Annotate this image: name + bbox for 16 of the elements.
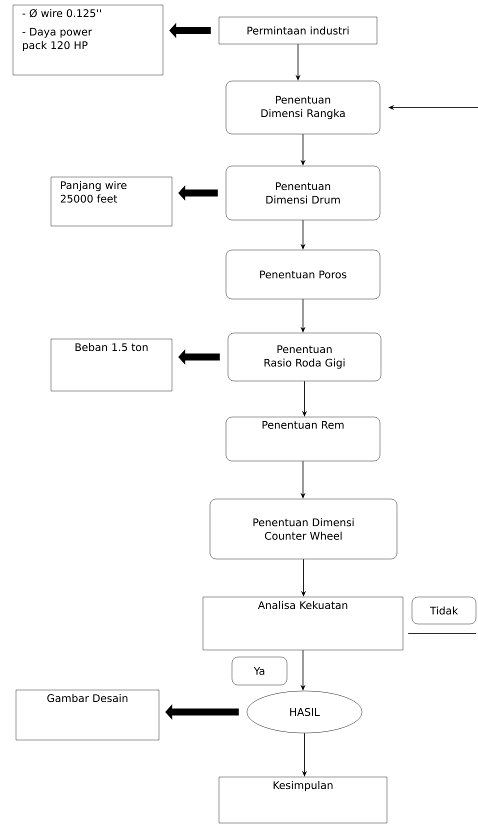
note-box: Panjang wire 25000 feet	[50, 176, 172, 226]
process-box: Penentuan Poros	[226, 250, 380, 300]
condition-box: Ya	[232, 656, 288, 686]
process-box: Penentuan Rasio Roda Gigi	[228, 332, 382, 382]
note-box: Beban 1.5 ton	[50, 338, 172, 392]
process-box: Penentuan Dimensi Counter Wheel	[210, 498, 398, 560]
connector-line	[408, 633, 477, 634]
process-box: Penentuan Dimensi Rangka	[226, 80, 380, 134]
process-box: Kesimpulan	[218, 776, 388, 824]
condition-box: Tidak	[412, 596, 476, 624]
note-box: Gambar Desain	[16, 690, 160, 740]
process-box: Penentuan Dimensi Drum	[226, 166, 380, 220]
process-box: Permintaan industri	[218, 16, 378, 44]
note-box: - Ø wire 0.125'' - Daya power pack 120 HP	[12, 4, 164, 76]
process-box: Penentuan Rem	[226, 416, 380, 462]
process-box: Analisa Kekuatan	[202, 596, 404, 650]
